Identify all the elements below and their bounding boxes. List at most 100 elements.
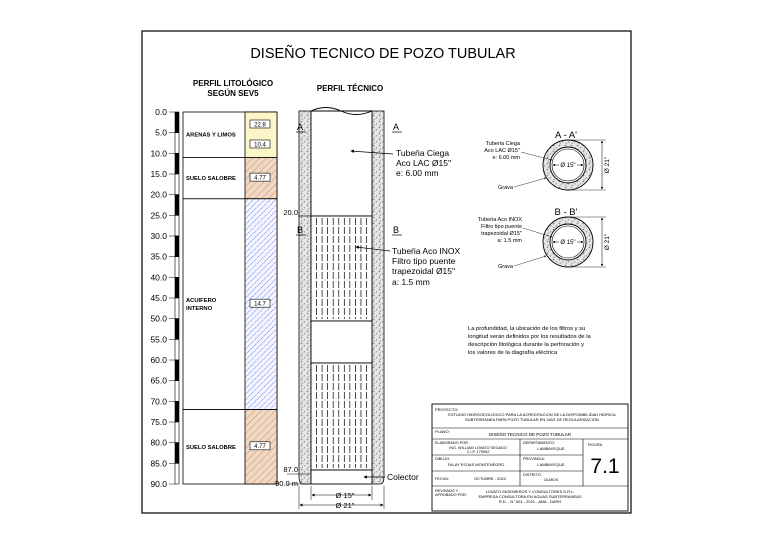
svg-text:longitud serán definidos por l: longitud serán definidos por los resulta… <box>468 334 592 340</box>
screen-section-upper <box>310 215 373 322</box>
figura-label: FIGURA <box>588 443 603 447</box>
resistivity-box <box>249 139 271 149</box>
depth-scale-segment <box>174 256 180 278</box>
casing-leader <box>350 149 394 155</box>
cross-section-a: A - A' Ø 15" Ø 21" Tuberia Ciega Aco LAC… <box>484 130 611 191</box>
lithology-pattern <box>244 111 278 158</box>
depth-tick-label: 45.0 <box>150 293 167 303</box>
note-paragraph: La profundidad, la ubicación de los filt… <box>468 326 592 356</box>
svg-text:A: A <box>393 122 399 132</box>
svg-text:los valores de la diagrafía el: los valores de la diagrafía eléctrica <box>468 350 558 356</box>
resistivity-value: 4.77 <box>254 444 266 450</box>
depth-scale-segment <box>174 235 180 257</box>
casing-callout-1: Tubeŕia Ciega <box>396 148 449 158</box>
resistivity-box <box>249 119 271 129</box>
depth-tick-label: 20.0 <box>150 190 167 200</box>
depth-mark-87: 87.0 <box>283 465 298 474</box>
section-a-title: A - A' <box>555 130 577 141</box>
depth-scale-segment <box>174 215 180 237</box>
depth-tick-label: 10.0 <box>150 148 167 158</box>
section-b-note-1: Tuberia Aco INOX <box>478 217 522 223</box>
section-mark-b-left: B <box>296 225 306 236</box>
screen-leader <box>355 245 391 252</box>
depth-scale-segment <box>174 463 180 485</box>
lithology-layer-label: SUELO SALOBRE <box>186 445 236 451</box>
depth-scale-segment <box>174 173 180 195</box>
depth-mark-20: 20.0 <box>283 208 298 217</box>
revisado-label-1: REVISADO Y <box>435 489 459 493</box>
distrito-value: OLMOS <box>544 477 559 482</box>
depth-tick-label: 60.0 <box>150 355 167 365</box>
collector-sump <box>310 469 373 485</box>
depth-scale-segment <box>174 339 180 361</box>
section-mark-b-right: B <box>392 225 402 236</box>
depth-scale-segment <box>174 318 180 340</box>
depto-label: DEPARTAMENTO: <box>523 441 555 445</box>
section-a-inner-dim: Ø 15" <box>560 163 575 169</box>
fecha-value: OCTUBRE - 2022 <box>474 476 507 481</box>
lithology-layer-label: SUELO SALOBRE <box>186 176 236 182</box>
plano-label: PLANO: <box>435 429 450 434</box>
section-b-inner-dim: Ø 15" <box>560 240 575 246</box>
section-b-gravel-label: Grava <box>498 264 514 270</box>
section-b-title: B - B' <box>555 207 578 218</box>
depth-tick-label: 40.0 <box>150 272 167 282</box>
proyecto-line2: SUBTERRANEA PARA POZO TUBULAR EN VIAS DE… <box>465 417 599 422</box>
depth-tick-label: 50.0 <box>150 314 167 324</box>
screen-callout-2: Filtro tipo puente <box>392 256 456 266</box>
resistivity-box <box>249 172 271 182</box>
blind-casing-middle <box>310 320 373 364</box>
blind-casing <box>310 110 373 217</box>
depth-scale-segment <box>174 111 180 133</box>
lithology-layer-label: ARENAS Y LIMOS <box>186 133 236 139</box>
screen-callout-4: a: 1.5 mm <box>392 277 430 287</box>
depth-scale: 0.05.010.015.020.025.030.035.040.045.050… <box>150 107 180 489</box>
depth-tick-label: 0.0 <box>155 107 167 117</box>
revisado-label-2: APROBADO POR: <box>435 493 467 497</box>
tech-header: PERFIL TÉCNICO <box>317 84 384 93</box>
depth-tick-label: 5.0 <box>155 128 167 138</box>
proyecto-line1: ESTUDIO HIDROGEOLOGICO PARA LA ACREDITAC… <box>448 412 616 417</box>
section-a-note-1: Tuberia Ciega <box>486 141 521 147</box>
depth-tick-label: 70.0 <box>150 396 167 406</box>
gravel-pack-right <box>371 110 385 485</box>
depth-tick-label: 30.0 <box>150 231 167 241</box>
depth-scale-segment <box>174 297 180 319</box>
inner-diameter-label: Ø 15" <box>336 491 355 500</box>
resistivity-value: 10.4 <box>254 142 266 148</box>
section-b-note-3: trapezoidal Ø15'' <box>481 231 522 237</box>
resistivity-value: 14.7 <box>254 302 266 308</box>
collector-label: Colector <box>387 472 419 482</box>
drawing-title: DISEÑO TECNICO DE POZO TUBULAR <box>250 45 515 62</box>
dibujo-label: DIBUJO: <box>435 457 450 461</box>
litho-header-line1: PERFIL LITOLÓGICO <box>193 79 273 88</box>
depth-scale-segment <box>174 401 180 423</box>
proyecto-label: PROYECTO: <box>435 407 459 412</box>
revisado-line2: EMPRESA CONSULTORA EN AGUAS SUBTERRANEAS <box>479 494 582 499</box>
svg-text:A: A <box>297 122 303 132</box>
screen-callout-1: Tubeŕia Aco INOX <box>392 246 461 256</box>
cross-section-b: B - B' Ø 15" Ø 21" Tuberia Aco INOX Filt… <box>478 207 611 270</box>
depth-tick-label: 35.0 <box>150 252 167 262</box>
plano-value: DISEÑO TECNICO DE POZO TUBULAR <box>489 431 572 437</box>
section-b-outer-dim: Ø 21" <box>604 233 611 250</box>
screen-callout-3: trapezoidal Ø15'' <box>392 266 456 276</box>
elaborado-name: ING. WILLIAM LOVATO SEGADO <box>449 446 507 450</box>
elaborado-cip: C.I.P. 179062 <box>467 450 490 454</box>
depth-scale-segment <box>174 132 180 154</box>
gravel-pack-left <box>298 110 312 485</box>
depth-tick-label: 85.0 <box>150 458 167 468</box>
section-a-outer-dim: Ø 21" <box>604 156 611 173</box>
distrito-label: DISTRITO: <box>523 473 542 477</box>
svg-text:B: B <box>297 225 303 235</box>
litho-header-line2: SEGÚN SEV5 <box>207 89 259 98</box>
title-block: PROYECTO: ESTUDIO HIDROGEOLOGICO PARA LA… <box>431 403 629 512</box>
depth-tick-label: 15.0 <box>150 169 167 179</box>
resistivity-value: 22.8 <box>254 122 266 128</box>
casing-callout-2: Aco LAC Ø15'' <box>396 158 452 168</box>
depth-tick-label: 90.0 <box>150 479 167 489</box>
depth-scale-segment <box>174 380 180 402</box>
figura-number: 7.1 <box>590 455 619 478</box>
screen-slot-lines <box>316 218 367 468</box>
